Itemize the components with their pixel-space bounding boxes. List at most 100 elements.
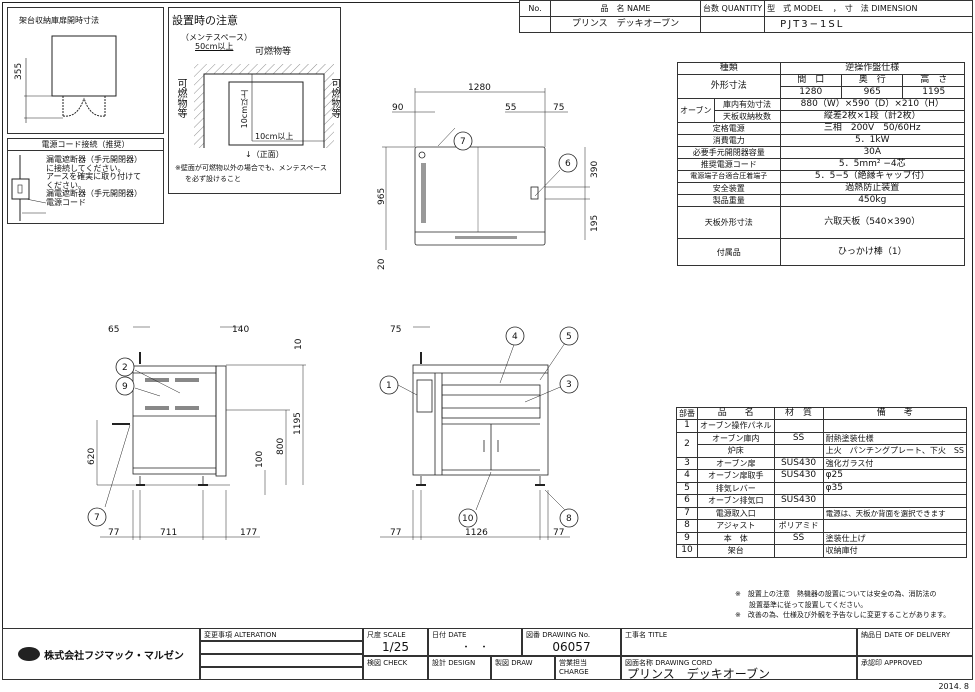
parts-header: 部番 [676,407,698,420]
part-material [773,444,824,458]
check-label: 検図 CHECK [363,656,428,680]
part-no: 10 [676,544,698,558]
maint-dim: 50cm以上 [195,42,234,51]
spec-width: 1280 [779,86,842,99]
part-no: 9 [676,531,698,545]
spec-row-label: 安全装置 [677,182,781,195]
spec-tray-value: 縦差2枚×1段（計2枚） [779,110,965,123]
dimension-label: ， 寸 法 DIMENSION [832,4,918,13]
spec-inner-label: 庫内有効寸法 [713,98,781,111]
part-remarks [822,519,968,533]
spec-row-label: 製品重量 [677,194,781,207]
spec-row-label: 必要手元開閉器容量 [677,146,781,159]
quantity-label: 台数 QUANTITY [699,0,766,17]
part-remarks: φ35 [822,481,968,495]
spec-depth: 965 [840,86,904,99]
part-no: 6 [676,494,698,508]
spec-height: 1195 [902,86,965,99]
door-dim-355: 355 [14,63,24,80]
part-remarks: 強化ガラス付 [822,456,968,470]
part-material: SUS430 [773,494,824,508]
part-name: 本 体 [697,531,775,545]
part-remarks: 塗装仕上げ [822,531,968,545]
door-diagram: 355 [14,35,117,123]
power-text-2: に接続してください。 [46,163,126,173]
dim-back: 10cm以上 [240,90,249,129]
part-material: SS [773,531,824,545]
model-value: PJT3−1SL [764,16,973,33]
table-row: 炉床上火 パンチングプレート、下火 SS [677,444,968,458]
name-label: 品 名 NAME [550,0,701,17]
part-material [773,481,824,495]
install-diagram [194,64,334,148]
parts-header: 品 名 [697,407,775,420]
part-material [773,419,824,433]
spec-row-value: 三相 200V 50/60Hz [779,122,965,135]
part-no: 1 [676,419,698,433]
spec-row-label: 電源端子台適合圧着端子 [677,170,781,183]
date-value: ・ ・ [461,643,489,653]
drawing-no-cell: 図番 DRAWING No.06057 [522,628,621,656]
title-label: 工事名 TITLE [621,628,857,656]
combustible-left: 可燃物等 [175,78,186,118]
drawing-no-value: 06057 [552,640,591,654]
part-no: 3 [676,456,698,470]
part-no: 4 [676,469,698,483]
power-cord-box: 電源コード接続（推奨） 漏電遮断器（手元開閉器） に接続してください。 アースを… [7,138,164,224]
drawing-cord-label: 図面名称 DRAWING CORD [625,659,713,667]
install-note-2: を必ず設けること [185,175,241,183]
spec-acc-label: 付属品 [677,238,781,266]
spec-inner-value: 880（W）×590（D）×210（H） [779,98,965,111]
dim-side: 10cm以上 [255,132,294,141]
date-cell: 日付 DATE・ ・ [428,628,522,656]
alteration-row [200,654,363,667]
approved-label: 承認印 APPROVED [857,656,973,680]
delivery-label: 納品日 DATE OF DELIVERY [857,628,973,656]
spec-row-label: 消費電力 [677,134,781,147]
alteration-label: 変更事項 ALTERATION [200,628,363,641]
install-note-1: ※壁面が可燃物以外の場合でも、メンテスペース [175,164,327,172]
product-name: プリンス デッキオーブン [550,16,701,33]
spec-row-value: 5．1kW [779,134,965,147]
part-name: オーブン操作パネル [697,419,775,433]
door-box-title: 架台収納庫扉開時寸法 [19,16,99,25]
spec-oven-label: オーブン [677,98,715,123]
part-name: アジャスト [697,519,775,533]
alteration-row [200,641,363,654]
part-remarks [822,419,968,433]
part-no: 8 [676,519,698,533]
spec-top-value: 六取天板（540×390） [779,206,965,239]
note-1b: 設置基準に従って設置してください。 [749,600,868,609]
alteration-row [200,667,363,680]
part-name: オーブン排気口 [697,494,775,508]
company-name: 株式会社フジマック・マルゼン [44,650,184,662]
footer-date: 2014. 8 [938,682,969,691]
spec-row-value: 過熱防止装置 [779,182,965,195]
scale-value: 1/25 [382,640,409,654]
part-name: 排気レバー [697,481,775,495]
spec-row-label: 定格電源 [677,122,781,135]
part-name: 架台 [697,544,775,558]
model-label: 型 式 MODEL ， 寸 法 DIMENSION [764,0,973,17]
drawing-cord-value: プリンス デッキオーブン [627,667,771,681]
part-material: SS [773,431,824,445]
design-label: 設計 DESIGN [428,656,491,680]
spec-row-value: 5．5mm² −4芯 [779,158,965,171]
spec-outer-label: 外形寸法 [677,74,781,99]
part-material [773,544,824,558]
installation-notes-box: 設置時の注意 （メンテスペース） 50cm以上 可燃物等 可燃物等 可燃物等 1… [168,7,341,194]
part-remarks: 上火 パンチングプレート、下火 SS [822,444,968,458]
spec-depth-label: 奥 行 [840,74,904,87]
note-1: ※ 設置上の注意 熱機器の設置については安全の為、消防法の [735,590,937,598]
spec-acc-value: ひっかけ棒（1） [779,238,965,266]
part-name: 電源取入口 [697,506,775,520]
